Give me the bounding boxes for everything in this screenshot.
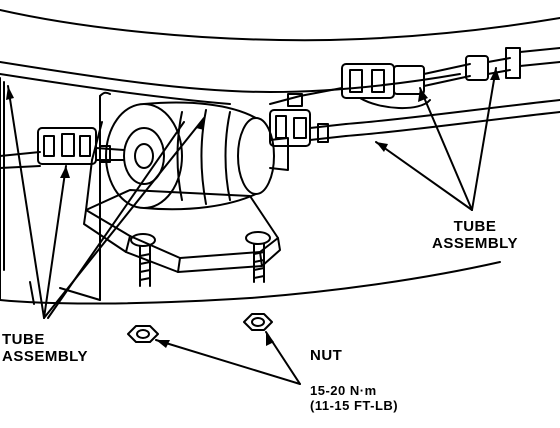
nuts <box>127 313 273 343</box>
fuel-filter <box>105 101 289 211</box>
tube-assembly-label-right: TUBE ASSEMBLY <box>432 218 518 253</box>
tube-assembly-left-line1: TUBE <box>2 331 45 348</box>
filter-bracket <box>83 121 281 273</box>
tube-assembly-label-left: TUBE ASSEMBLY <box>2 331 88 366</box>
upper-tube-assembly <box>269 47 560 137</box>
leader-lines <box>7 67 497 385</box>
tube-assembly-right-line1: TUBE <box>453 218 497 235</box>
tube-assembly-left-line2: ASSEMBLY <box>2 348 88 366</box>
mounting-studs <box>139 243 265 287</box>
right-tube-fitting <box>269 93 347 147</box>
torque-spec-metric: 15-20 N·m <box>310 383 377 398</box>
tube-assembly-right-line2: ASSEMBLY <box>432 235 518 253</box>
left-tube-fitting <box>0 127 125 169</box>
nut-label: NUT <box>310 347 343 364</box>
torque-spec: 15-20 N·m (11-15 FT-LB) <box>310 383 399 414</box>
arrowheads <box>6 68 500 348</box>
torque-spec-imperial: (11-15 FT-LB) <box>310 397 399 413</box>
